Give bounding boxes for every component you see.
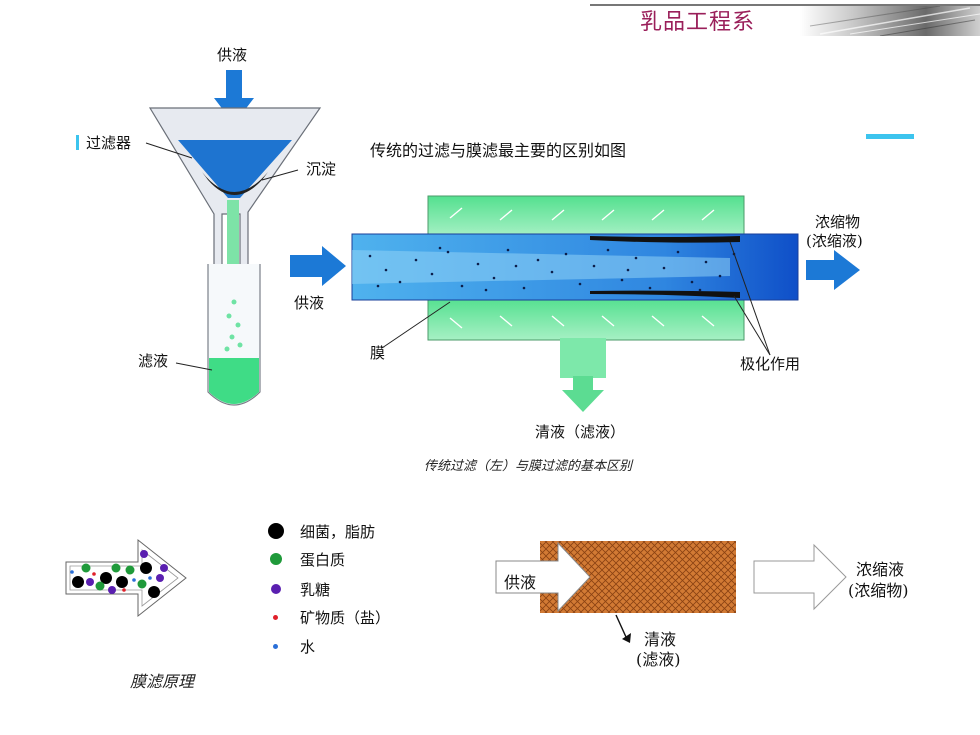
legend-item-bacteria-fat: 细菌，脂肪 bbox=[268, 520, 375, 542]
membrane-filter-illustration bbox=[290, 195, 860, 412]
water-marker bbox=[273, 643, 278, 649]
accent-dash bbox=[866, 134, 914, 139]
header-line bbox=[590, 4, 980, 6]
funnel-liquid bbox=[178, 140, 292, 198]
legend-label: 水 bbox=[300, 637, 316, 656]
sediment-label: 沉淀 bbox=[306, 160, 337, 178]
block-concentrate-line2: (浓缩物) bbox=[848, 581, 909, 600]
legend-item-minerals: 矿物质（盐） bbox=[268, 606, 390, 628]
legend-item-water: 水 bbox=[268, 635, 315, 657]
concentrate-arrow bbox=[806, 250, 860, 290]
block-permeate-line2: (滤液) bbox=[636, 650, 681, 669]
legend-label: 细菌，脂肪 bbox=[300, 522, 376, 541]
traditional-filter-illustration bbox=[145, 70, 322, 406]
minerals-marker bbox=[273, 614, 278, 620]
bottom-left-caption: 膜滤原理 bbox=[130, 672, 195, 691]
concentrate-label-1: 浓缩物 bbox=[815, 213, 861, 231]
protein-marker bbox=[270, 553, 282, 565]
top-caption: 传统过滤（左）与膜过滤的基本区别 bbox=[424, 459, 633, 474]
legend-label: 蛋白质 bbox=[300, 550, 346, 569]
legend-label: 乳糖 bbox=[300, 580, 331, 599]
polarization-layer-bottom bbox=[590, 290, 740, 298]
filtrate-liquid bbox=[209, 358, 259, 404]
legend-item-protein: 蛋白质 bbox=[268, 548, 345, 570]
permeate-shell-bottom bbox=[427, 297, 745, 341]
block-concentrate-line1: 浓缩液 bbox=[856, 560, 905, 579]
sediment bbox=[202, 172, 268, 195]
block-permeate-line1: 清液 bbox=[644, 630, 677, 649]
particle-arrow-illustration bbox=[65, 538, 187, 618]
legend-item-lactose: 乳糖 bbox=[268, 578, 330, 600]
feed-label-top: 供液 bbox=[217, 46, 248, 64]
permeate-label: 清液（滤液） bbox=[535, 423, 626, 441]
filter-label-marker bbox=[76, 135, 79, 150]
lactose-marker bbox=[271, 584, 281, 594]
feed-arrow-white bbox=[495, 541, 591, 613]
membrane-block-illustration bbox=[495, 541, 847, 643]
bacteria-fat-marker bbox=[268, 523, 284, 539]
header-bar bbox=[590, 0, 980, 36]
intro-text: 传统的过滤与膜滤最主要的区别如图 bbox=[370, 141, 627, 160]
block-feed-label: 供液 bbox=[504, 573, 537, 592]
permeate-outlet bbox=[560, 338, 606, 378]
permeate-shell-top bbox=[427, 195, 745, 237]
legend-label: 矿物质（盐） bbox=[300, 608, 391, 627]
concentrate-label-2: (浓缩液) bbox=[806, 232, 863, 250]
feed-label-mid: 供液 bbox=[294, 294, 325, 312]
header-title: 乳品工程系 bbox=[640, 10, 756, 35]
filter-label: 过滤器 bbox=[86, 134, 132, 152]
polarization-layer-top bbox=[590, 236, 740, 243]
header-decoration-streaks bbox=[809, 6, 980, 36]
feed-arrow-right bbox=[290, 246, 346, 286]
concentrate-arrow-outline bbox=[753, 543, 847, 611]
polarization-label: 极化作用 bbox=[740, 355, 801, 373]
membrane-label: 膜 bbox=[370, 344, 386, 362]
filtrate-label: 滤液 bbox=[138, 352, 169, 370]
permeate-arrow bbox=[562, 376, 604, 412]
